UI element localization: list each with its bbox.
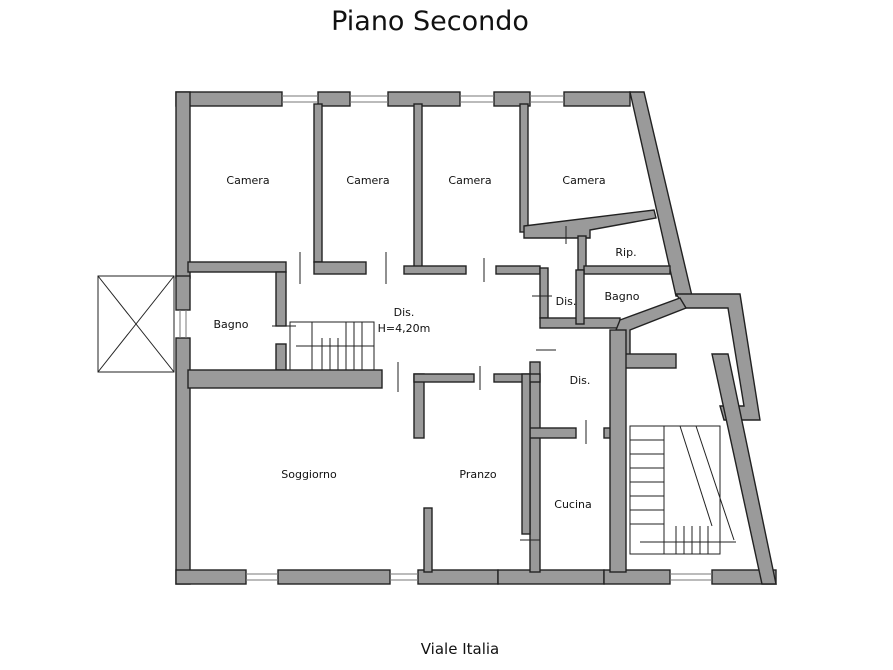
room-label-camera-1: Camera xyxy=(226,174,269,187)
room-label-bagno-left: Bagno xyxy=(214,318,249,331)
room-label-dis-lower: Dis. xyxy=(570,374,591,387)
street-label: Viale Italia xyxy=(420,640,500,658)
room-label-dis-main: Dis. xyxy=(394,306,415,319)
staircase-small xyxy=(289,321,375,371)
room-label-rip: Rip. xyxy=(615,246,636,259)
staircase-main xyxy=(629,425,736,555)
room-label-pranzo: Pranzo xyxy=(459,468,496,481)
window-marks xyxy=(179,95,712,581)
exterior-walls xyxy=(175,91,777,585)
room-label-dis-main-height: H=4,20m xyxy=(378,322,431,335)
room-label-cucina: Cucina xyxy=(554,498,591,511)
room-label-bagno-right: Bagno xyxy=(605,290,640,303)
plan-title: Piano Secondo xyxy=(331,6,529,37)
room-label-soggiorno: Soggiorno xyxy=(281,468,337,481)
room-label-camera-3: Camera xyxy=(448,174,491,187)
left-balcony xyxy=(97,275,175,373)
room-label-dis-small: Dis. xyxy=(556,295,577,308)
room-label-camera-4: Camera xyxy=(562,174,605,187)
room-labels: Camera Camera Camera Camera Rip. Dis. Ba… xyxy=(214,174,640,511)
interior-walls xyxy=(187,103,688,573)
door-marks xyxy=(272,226,587,541)
room-label-camera-2: Camera xyxy=(346,174,389,187)
